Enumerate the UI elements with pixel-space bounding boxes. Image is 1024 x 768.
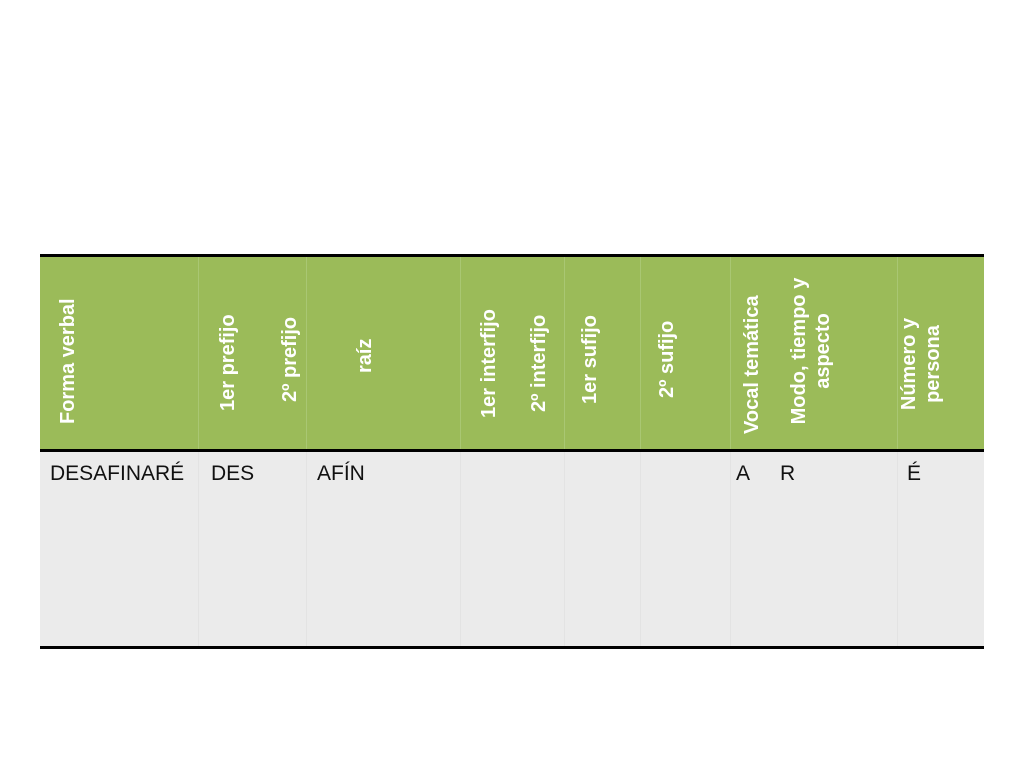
cell-modo-tiempo-aspecto: R — [780, 462, 796, 485]
header-forma-verbal: Forma verbal — [57, 298, 79, 424]
table-body-row — [40, 452, 984, 646]
cell-forma-verbal: DESAFINARÉ — [50, 462, 185, 485]
table-top-border — [40, 254, 984, 257]
cell-raiz: AFÍN — [317, 462, 365, 485]
morphology-table: Forma verbal 1er prefijo 2º prefijo raíz… — [40, 254, 984, 649]
table-bottom-border — [40, 646, 984, 649]
column-separator — [564, 452, 565, 646]
header-segundo-interfijo: 2º interfijo — [528, 314, 550, 412]
column-separator — [640, 452, 641, 646]
header-vocal-tematica: Vocal temática — [741, 295, 763, 434]
header-primer-prefijo: 1er prefijo — [217, 314, 239, 411]
cell-vocal-tematica: A — [736, 462, 751, 485]
column-separator — [306, 452, 307, 646]
header-segundo-sufijo: 2º sufijo — [656, 320, 678, 398]
column-separator — [897, 452, 898, 646]
column-separator — [730, 452, 731, 646]
table-header-divider — [40, 449, 984, 452]
table-header-row — [40, 257, 984, 449]
column-separator — [730, 257, 731, 449]
column-separator — [198, 257, 199, 449]
column-separator — [640, 257, 641, 449]
header-numero-persona: Número y persona — [898, 317, 944, 411]
column-separator — [306, 257, 307, 449]
cell-prefijo: DES — [211, 462, 255, 485]
column-separator — [198, 452, 199, 646]
column-separator — [564, 257, 565, 449]
column-separator — [897, 257, 898, 449]
header-modo-tiempo-aspecto: Modo, tiempo y aspecto — [788, 277, 834, 425]
column-separator — [460, 257, 461, 449]
header-primer-interfijo: 1er interfijo — [478, 309, 500, 418]
cell-numero-persona: É — [907, 462, 922, 485]
header-primer-sufijo: 1er sufijo — [579, 315, 601, 404]
header-segundo-prefijo: 2º prefijo — [279, 316, 301, 402]
header-raiz: raíz — [354, 338, 376, 373]
column-separator — [460, 452, 461, 646]
